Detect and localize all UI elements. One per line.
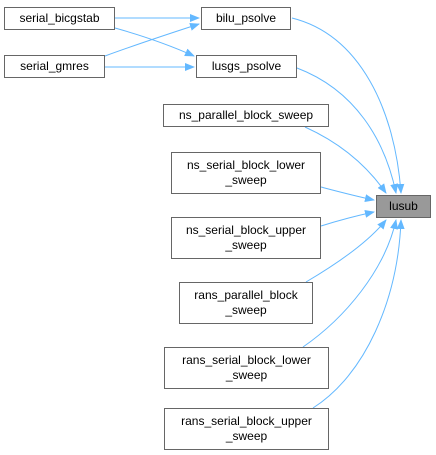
edge-bilu-to-lusub [291, 17, 405, 194]
node-bilu-psolve[interactable]: bilu_psolve [201, 7, 291, 30]
node-ns-parallel-block-sweep[interactable]: ns_parallel_block_sweep [163, 104, 329, 127]
node-serial-bicgstab[interactable]: serial_bicgstab [4, 7, 115, 30]
edge-serial-gmres-to-bilu [104, 22, 200, 57]
node-label-line-2: _sweep [225, 303, 267, 317]
node-ns-serial-block-upper-sweep[interactable]: ns_serial_block_upper _sweep [171, 217, 321, 259]
node-rans-parallel-block-sweep[interactable]: rans_parallel_block _sweep [179, 282, 313, 324]
node-label-line-1: rans_serial_block_lower [182, 353, 311, 367]
edge-serial-bicgstab-to-lusgs [114, 27, 195, 57]
edge-rans-upper-to-lusub [312, 219, 405, 409]
node-lusgs-psolve[interactable]: lusgs_psolve [196, 55, 297, 78]
node-label-line-1: ns_serial_block_lower [186, 158, 306, 172]
node-lusub: lusub [376, 195, 431, 218]
node-label-line-2: _sweep [225, 238, 267, 252]
node-label-line-2: _sweep [225, 173, 267, 187]
node-rans-serial-block-lower-sweep[interactable]: rans_serial_block_lower _sweep [164, 347, 329, 389]
edge-lusgs-to-lusub [296, 67, 399, 194]
node-label: lusub [389, 199, 418, 213]
edge-rans-par-to-lusub [305, 219, 387, 283]
node-label-line-2: _sweep [225, 368, 268, 382]
edge-rans-lower-to-lusub [302, 219, 398, 348]
node-label-line-1: rans_serial_block_upper [181, 414, 312, 428]
node-label: serial_bicgstab [19, 11, 100, 25]
node-label-line-1: ns_serial_block_upper [185, 223, 307, 237]
node-label-line-2: _sweep [225, 429, 268, 443]
node-label: ns_parallel_block_sweep [178, 108, 314, 122]
node-label: lusgs_psolve [211, 59, 282, 73]
edge-ns-lower-to-lusub [320, 186, 375, 203]
node-rans-serial-block-upper-sweep[interactable]: rans_serial_block_upper _sweep [164, 408, 329, 450]
edge-ns-par-to-lusub [304, 126, 387, 194]
node-label-line-1: rans_parallel_block [194, 288, 298, 302]
node-serial-gmres[interactable]: serial_gmres [4, 55, 105, 78]
node-label: serial_gmres [20, 59, 89, 73]
edge-ns-upper-to-lusub [320, 209, 375, 227]
node-ns-serial-block-lower-sweep[interactable]: ns_serial_block_lower _sweep [171, 152, 321, 194]
node-label: bilu_psolve [215, 11, 277, 25]
